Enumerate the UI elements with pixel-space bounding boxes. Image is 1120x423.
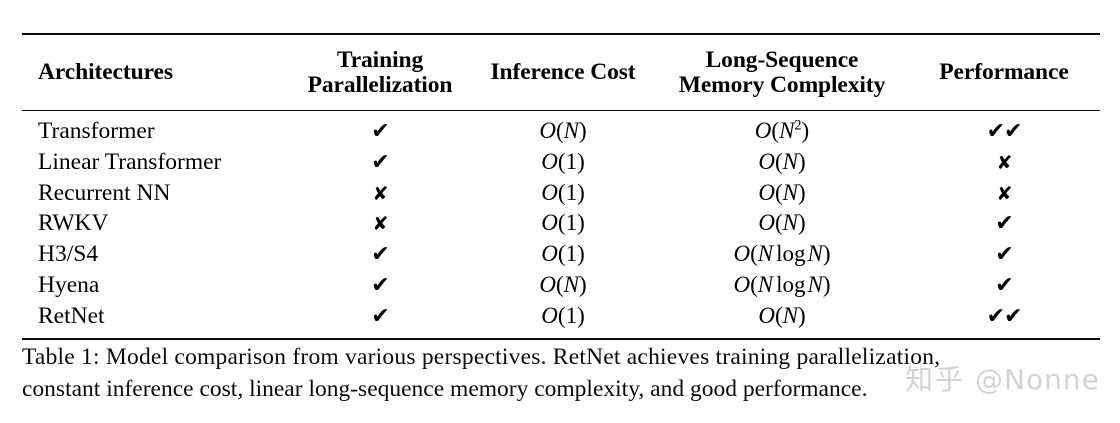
column-header-memory-complexity-line1: Long-Sequence [705, 47, 859, 73]
inference-cost-value: O(N) [539, 117, 587, 143]
training-parallelization-check-icon: ✔ [371, 149, 389, 175]
column-header-training-parallelization-line1: Training [336, 47, 424, 73]
performance-double-check-icon: ✔✔ [986, 118, 1023, 144]
memory-complexity-value: O(N) [758, 148, 806, 174]
column-header-memory-complexity: Long-Sequence Memory Complexity [656, 32, 908, 111]
cell-performance: ✔ [908, 239, 1100, 270]
cell-performance: ✔ [908, 270, 1100, 301]
caption-line-2: constant inference cost, linear long-seq… [22, 376, 868, 403]
cell-memory-complexity: O(N) [656, 147, 908, 178]
table-bottom-rule [22, 337, 1100, 340]
cell-inference-cost: O(1) [470, 301, 656, 338]
cell-architecture: Recurrent NN [38, 179, 171, 206]
inference-cost-value: O(1) [541, 241, 585, 267]
memory-complexity-value: O(N) [758, 303, 806, 329]
performance-cross-icon: ✘ [996, 151, 1013, 174]
training-parallelization-check-icon: ✔ [371, 304, 389, 330]
inference-cost-value: O(1) [541, 148, 585, 174]
memory-complexity-value: O(N2) [754, 117, 810, 143]
training-parallelization-check-icon: ✔ [371, 118, 389, 144]
column-header-inference-cost: Inference Cost [470, 32, 656, 111]
inference-cost-value: O(1) [541, 303, 585, 329]
cell-inference-cost: O(1) [470, 177, 656, 208]
cell-performance: ✔✔ [908, 109, 1100, 147]
performance-double-check-icon: ✔✔ [986, 304, 1023, 330]
cell-architecture: RetNet [38, 303, 105, 330]
cell-memory-complexity: O(N) [656, 177, 908, 208]
training-parallelization-cross-icon: ✘ [372, 213, 389, 236]
cell-architecture: H3/S4 [38, 241, 99, 268]
table-row: Transformer ✔ O(N) O(N2) ✔✔ [22, 109, 1100, 147]
performance-check-icon: ✔ [995, 211, 1013, 237]
table-row: RetNet ✔ O(1) O(N) ✔✔ [22, 301, 1100, 338]
cell-performance: ✔ [908, 208, 1100, 239]
cell-architecture: Linear Transformer [38, 148, 222, 175]
cell-training-parallelization: ✘ [290, 208, 470, 239]
table-row: Linear Transformer ✔ O(1) O(N) ✘ [22, 147, 1100, 178]
cell-inference-cost: O(N) [470, 270, 656, 301]
table-row: Recurrent NN ✘ O(1) O(N) ✘ [22, 177, 1100, 208]
cell-performance: ✘ [908, 147, 1100, 178]
column-header-training-parallelization-line2: Parallelization [307, 71, 453, 98]
column-header-architectures-line1: Architectures [38, 59, 173, 86]
training-parallelization-cross-icon: ✘ [372, 182, 389, 205]
inference-cost-value: O(N) [539, 272, 587, 298]
cell-memory-complexity: O(N) [656, 208, 908, 239]
column-header-inference-cost-line1: Inference Cost [490, 59, 636, 86]
cell-training-parallelization: ✔ [290, 147, 470, 178]
table-body: Transformer✔O(N)O(N2)✔✔Linear Transforme… [22, 109, 1100, 338]
column-header-memory-complexity-line2: Memory Complexity [678, 71, 886, 98]
cell-memory-complexity: O(N2) [656, 109, 908, 147]
memory-complexity-value: O(N) [758, 179, 806, 205]
performance-check-icon: ✔ [995, 242, 1013, 268]
column-header-performance: Performance [908, 32, 1100, 111]
performance-cross-icon: ✘ [996, 182, 1013, 205]
cell-inference-cost: O(N) [470, 109, 656, 147]
cell-architecture: RWKV [38, 210, 109, 237]
inference-cost-value: O(1) [541, 210, 585, 236]
performance-check-icon: ✔ [995, 273, 1013, 299]
cell-inference-cost: O(1) [470, 147, 656, 178]
caption-line-1: Table 1: Model comparison from various p… [22, 344, 941, 370]
memory-complexity-value: O(N) [758, 210, 806, 236]
cell-performance: ✔✔ [908, 301, 1100, 338]
cell-training-parallelization: ✔ [290, 270, 470, 301]
cell-training-parallelization: ✔ [290, 239, 470, 270]
comparison-table-block: Architectures Training Parallelization I… [22, 32, 1100, 340]
model-comparison-table: Architectures Training Parallelization I… [22, 32, 1100, 338]
column-header-training-parallelization: Training Parallelization [290, 32, 470, 111]
cell-training-parallelization: ✔ [290, 301, 470, 338]
cell-training-parallelization: ✔ [290, 109, 470, 147]
cell-performance: ✘ [908, 177, 1100, 208]
table-row: RWKV ✘ O(1) O(N) ✔ [22, 208, 1100, 239]
cell-architecture: Transformer [22, 109, 290, 147]
cell-training-parallelization: ✘ [290, 177, 470, 208]
inference-cost-value: O(1) [541, 179, 585, 205]
cell-memory-complexity: O(N) [656, 301, 908, 338]
training-parallelization-check-icon: ✔ [371, 242, 389, 268]
cell-inference-cost: O(1) [470, 239, 656, 270]
cell-architecture: Hyena [38, 272, 100, 299]
column-header-performance-line1: Performance [939, 59, 1069, 86]
table-caption: Table 1: Model comparison from various p… [22, 341, 1100, 406]
training-parallelization-check-icon: ✔ [371, 273, 389, 299]
cell-inference-cost: O(1) [470, 208, 656, 239]
table-header: Architectures Training Parallelization I… [22, 32, 1100, 111]
table-header-row: Architectures Training Parallelization I… [22, 32, 1100, 111]
column-header-architectures: Architectures [22, 32, 290, 111]
